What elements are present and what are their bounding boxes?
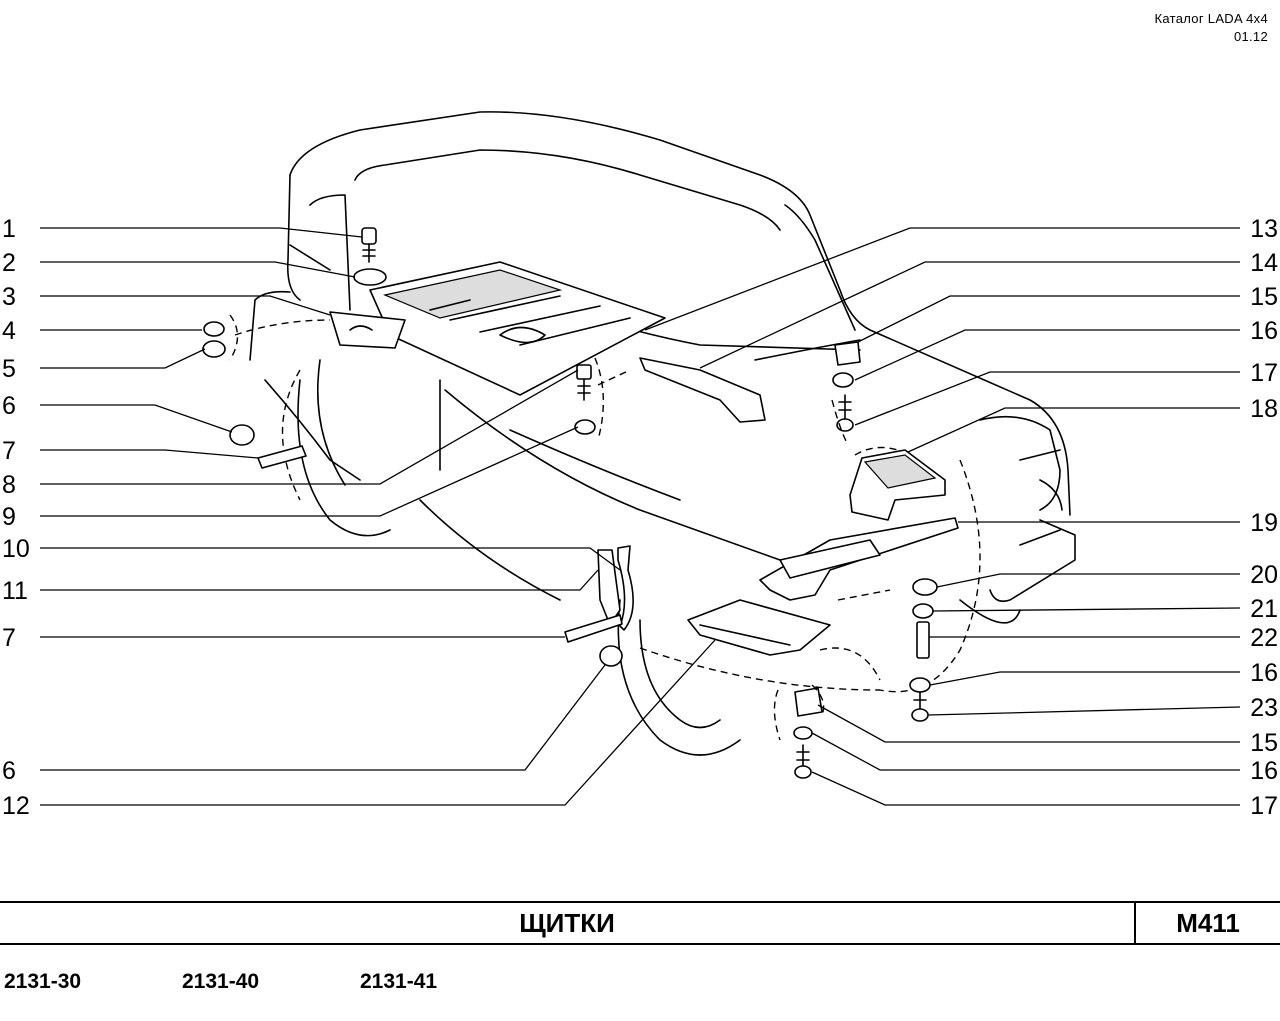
callout-numbers-right: 13 14 15 16 17 18 19 20 21 22 16 23 15 1… <box>1250 215 1278 820</box>
catalog-date: 01.12 <box>1233 29 1268 44</box>
callout-label: 22 <box>1250 624 1278 652</box>
callout-label: 19 <box>1250 509 1278 537</box>
callout-label: 1 <box>2 215 16 243</box>
callout-label: 23 <box>1250 694 1278 722</box>
vehicle-outline <box>249 111 1076 756</box>
model-list: 2131-30 2131-40 2131-41 <box>0 970 1280 1000</box>
callout-label: 20 <box>1250 561 1278 589</box>
parts-diagram: 1 2 3 4 5 6 7 8 9 10 11 7 6 12 13 14 15 … <box>2 111 1278 820</box>
callout-label: 5 <box>2 355 16 383</box>
footer-title-bar: ЩИТКИ M411 <box>0 901 1280 945</box>
callout-label: 7 <box>2 624 16 652</box>
callout-label: 16 <box>1250 757 1278 785</box>
callout-label: 6 <box>2 757 16 785</box>
callout-label: 9 <box>2 503 16 531</box>
callout-numbers-left: 1 2 3 4 5 6 7 8 9 10 11 7 6 12 <box>2 215 30 820</box>
callout-label: 15 <box>1250 729 1278 757</box>
callout-label: 18 <box>1250 395 1278 423</box>
bracket-14 <box>639 357 766 423</box>
model-code: 2131-30 <box>4 970 82 993</box>
fasteners-right <box>639 341 938 779</box>
callout-label: 16 <box>1250 659 1278 687</box>
wheel-arch-liners <box>564 545 634 667</box>
catalog-header: Каталог LADA 4x4 01.12 <box>1155 10 1268 46</box>
model-code: 2131-40 <box>182 970 260 993</box>
model-code: 2131-41 <box>360 970 438 993</box>
callout-label: 13 <box>1250 215 1278 243</box>
callout-label: 12 <box>2 792 30 820</box>
callout-label: 3 <box>2 283 16 311</box>
callout-label: 16 <box>1250 317 1278 345</box>
section-title: ЩИТКИ <box>519 907 615 938</box>
callout-label: 10 <box>2 535 30 563</box>
callout-label: 15 <box>1250 283 1278 311</box>
callout-label: 17 <box>1250 359 1278 387</box>
callout-label: 7 <box>2 437 16 465</box>
callout-label: 6 <box>2 392 16 420</box>
callout-label: 8 <box>2 471 16 499</box>
fasteners-top <box>202 227 387 469</box>
catalog-name: Каталог LADA 4x4 <box>1154 11 1268 26</box>
section-code: M411 <box>1134 903 1280 943</box>
callout-label: 17 <box>1250 792 1278 820</box>
callout-label: 11 <box>2 577 28 605</box>
leader-lines <box>40 227 1241 806</box>
bolt-8-9 <box>574 357 631 441</box>
floor-shield <box>329 261 666 396</box>
callout-label: 2 <box>2 249 16 277</box>
callout-label: 4 <box>2 317 16 345</box>
callout-label: 21 <box>1250 595 1278 623</box>
callout-label: 14 <box>1250 249 1278 277</box>
front-shields <box>687 449 959 656</box>
